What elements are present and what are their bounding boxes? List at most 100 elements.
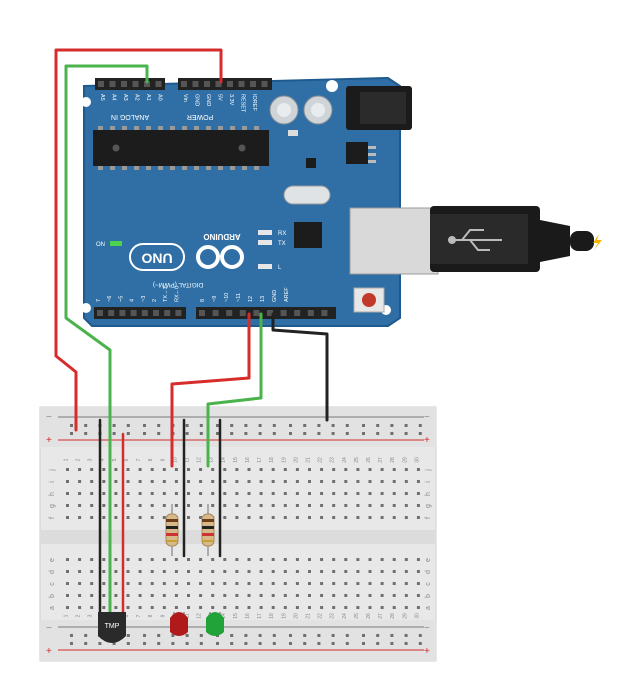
breadboard-hole[interactable] — [283, 558, 287, 561]
breadboard-hole[interactable] — [78, 480, 82, 483]
digital-pin[interactable] — [164, 310, 171, 316]
breadboard-hole[interactable] — [368, 480, 372, 483]
breadboard-hole[interactable] — [199, 424, 203, 427]
breadboard-hole[interactable] — [90, 504, 94, 507]
digital-pin[interactable] — [199, 310, 205, 316]
breadboard-hole[interactable] — [174, 504, 178, 507]
breadboard-hole[interactable] — [230, 634, 234, 637]
breadboard-hole[interactable] — [344, 570, 348, 573]
breadboard-hole[interactable] — [162, 480, 166, 483]
breadboard-hole[interactable] — [70, 634, 73, 637]
breadboard-hole[interactable] — [230, 432, 234, 435]
breadboard-hole[interactable] — [295, 558, 299, 561]
breadboard-hole[interactable] — [317, 642, 321, 645]
digital-pin[interactable] — [97, 310, 103, 316]
breadboard-hole[interactable] — [150, 594, 154, 597]
breadboard-hole[interactable] — [344, 558, 348, 561]
breadboard-hole[interactable] — [259, 480, 263, 483]
breadboard-hole[interactable] — [390, 642, 394, 645]
header-pin[interactable] — [109, 81, 116, 87]
breadboard-hole[interactable] — [174, 606, 178, 609]
breadboard-hole[interactable] — [289, 642, 292, 645]
breadboard-hole[interactable] — [187, 468, 190, 471]
breadboard-hole[interactable] — [138, 492, 142, 495]
breadboard-hole[interactable] — [416, 492, 420, 495]
breadboard-hole[interactable] — [138, 468, 142, 471]
breadboard-hole[interactable] — [162, 492, 166, 495]
breadboard-hole[interactable] — [404, 594, 408, 597]
breadboard-hole[interactable] — [295, 468, 299, 471]
digital-pin[interactable] — [239, 310, 246, 316]
breadboard-hole[interactable] — [295, 582, 299, 585]
breadboard-hole[interactable] — [78, 558, 82, 561]
breadboard-hole[interactable] — [114, 516, 118, 519]
breadboard-hole[interactable] — [187, 594, 190, 597]
breadboard-hole[interactable] — [84, 424, 88, 427]
breadboard-hole[interactable] — [272, 634, 276, 637]
breadboard-hole[interactable] — [320, 504, 324, 507]
breadboard-hole[interactable] — [344, 606, 348, 609]
breadboard-hole[interactable] — [126, 642, 130, 645]
breadboard-hole[interactable] — [199, 582, 203, 585]
breadboard-hole[interactable] — [66, 558, 69, 561]
digital-pin[interactable] — [294, 310, 301, 316]
breadboard-hole[interactable] — [199, 480, 203, 483]
digital-pin[interactable] — [280, 310, 287, 316]
breadboard-hole[interactable] — [157, 432, 161, 435]
breadboard-hole[interactable] — [199, 492, 203, 495]
breadboard-hole[interactable] — [332, 468, 336, 471]
breadboard-hole[interactable] — [271, 504, 275, 507]
header-pin[interactable] — [227, 81, 233, 87]
breadboard-hole[interactable] — [368, 504, 372, 507]
breadboard-hole[interactable] — [138, 480, 142, 483]
breadboard-hole[interactable] — [114, 606, 118, 609]
breadboard-hole[interactable] — [303, 424, 307, 427]
breadboard-hole[interactable] — [138, 558, 142, 561]
breadboard-hole[interactable] — [320, 594, 324, 597]
breadboard-hole[interactable] — [271, 480, 275, 483]
breadboard-hole[interactable] — [114, 492, 118, 495]
breadboard-hole[interactable] — [289, 634, 292, 637]
breadboard-hole[interactable] — [392, 516, 396, 519]
breadboard-hole[interactable] — [344, 504, 348, 507]
breadboard-hole[interactable] — [112, 432, 116, 435]
breadboard-hole[interactable] — [272, 424, 276, 427]
header-pin[interactable] — [250, 81, 256, 87]
breadboard-hole[interactable] — [404, 570, 408, 573]
breadboard-hole[interactable] — [283, 516, 287, 519]
breadboard-hole[interactable] — [295, 516, 299, 519]
breadboard-hole[interactable] — [247, 606, 251, 609]
breadboard-hole[interactable] — [114, 594, 118, 597]
breadboard-hole[interactable] — [332, 516, 336, 519]
breadboard-hole[interactable] — [331, 642, 335, 645]
breadboard-hole[interactable] — [84, 634, 88, 637]
breadboard-hole[interactable] — [70, 432, 73, 435]
breadboard-hole[interactable] — [380, 570, 384, 573]
breadboard-hole[interactable] — [376, 432, 380, 435]
breadboard-hole[interactable] — [362, 424, 365, 427]
breadboard-hole[interactable] — [185, 432, 189, 435]
digital-pin[interactable] — [130, 310, 137, 316]
breadboard-hole[interactable] — [70, 424, 73, 427]
breadboard-hole[interactable] — [102, 504, 106, 507]
digital-pin[interactable] — [253, 310, 260, 316]
breadboard-hole[interactable] — [150, 492, 154, 495]
header-pin[interactable] — [181, 81, 187, 87]
breadboard-hole[interactable] — [283, 582, 287, 585]
breadboard-hole[interactable] — [380, 492, 384, 495]
breadboard-hole[interactable] — [187, 504, 190, 507]
breadboard-hole[interactable] — [199, 634, 203, 637]
digital-pin[interactable] — [321, 310, 328, 316]
breadboard-hole[interactable] — [223, 516, 227, 519]
breadboard-hole[interactable] — [185, 634, 189, 637]
breadboard-hole[interactable] — [404, 424, 408, 427]
breadboard-hole[interactable] — [235, 582, 239, 585]
breadboard-hole[interactable] — [332, 492, 336, 495]
breadboard-hole[interactable] — [416, 468, 420, 471]
breadboard-hole[interactable] — [114, 468, 118, 471]
breadboard-hole[interactable] — [416, 516, 420, 519]
breadboard-hole[interactable] — [376, 424, 380, 427]
breadboard-hole[interactable] — [317, 432, 321, 435]
header-pin[interactable] — [261, 81, 268, 87]
breadboard-hole[interactable] — [404, 558, 408, 561]
